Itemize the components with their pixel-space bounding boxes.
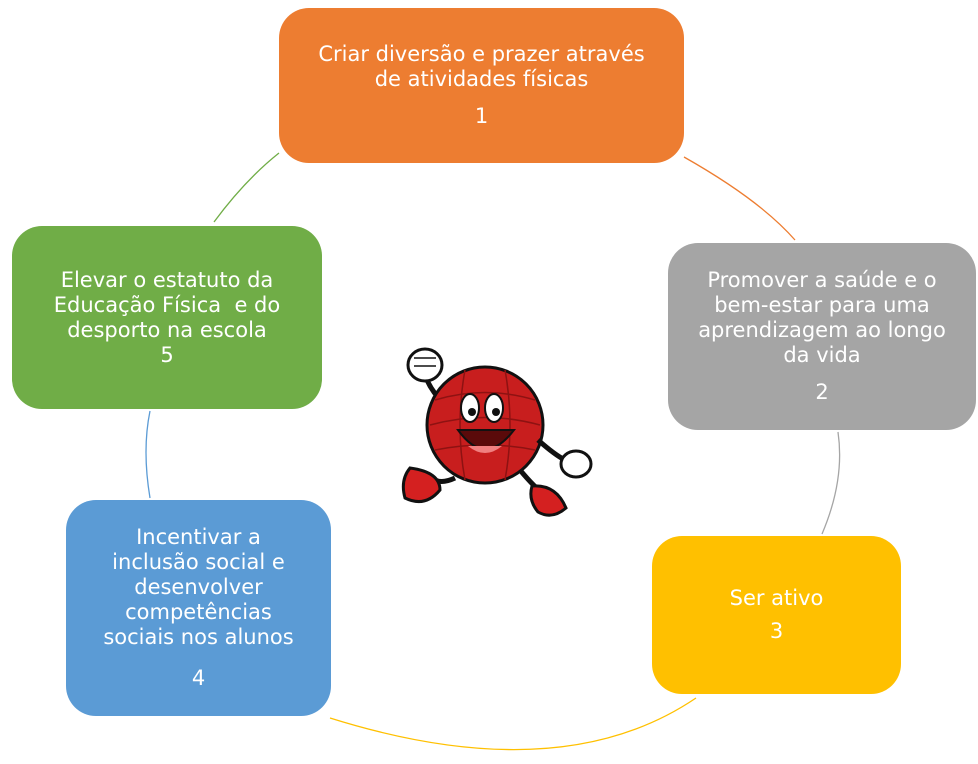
node-4-line-3: desenvolver	[134, 575, 263, 599]
node-5-number: 5	[160, 342, 174, 367]
node-4-line-1: Incentivar a	[136, 525, 261, 549]
node-5-line-2: Educação Física e do	[53, 292, 281, 317]
connector-2-3	[821, 431, 841, 535]
cycle-node-3: Ser ativo 3	[652, 536, 901, 694]
cycle-node-1: Criar diversão e prazer através de ativi…	[279, 8, 684, 163]
cycle-node-2: Promover a saúde e o bem-estar para uma …	[668, 243, 976, 430]
node-1-number: 1	[474, 104, 489, 128]
cycle-node-4: Incentivar a inclusão social e desenvolv…	[66, 500, 331, 716]
connector-1-2	[683, 156, 796, 241]
connector-5-1	[213, 152, 280, 223]
node-2-line-2: bem-estar para uma	[714, 293, 930, 317]
node-2-line-4: da vida	[783, 343, 861, 367]
node-4-line-5: sociais nos alunos	[103, 625, 294, 649]
node-3-line-1: Ser ativo	[729, 586, 824, 610]
node-5-line-1: Elevar o estatuto da	[60, 267, 274, 292]
node-4-line-2: inclusão social e	[112, 550, 285, 574]
node-4-number: 4	[191, 666, 206, 690]
node-2-line-1: Promover a saúde e o	[707, 268, 937, 292]
node-1-line-1: Criar diversão e prazer através	[318, 42, 645, 66]
node-4-line-4: competências	[125, 600, 272, 624]
node-2-line-3: aprendizagem ao longo	[698, 318, 946, 342]
node-3-number: 3	[769, 619, 784, 643]
connector-3-4	[329, 697, 697, 751]
node-2-number: 2	[815, 380, 829, 404]
connector-4-5	[145, 410, 151, 499]
node-1-line-2: de atividades físicas	[374, 67, 589, 91]
cycle-node-5: Elevar o estatuto da Educação Física e d…	[12, 226, 322, 409]
running-ball-mascot	[401, 347, 593, 517]
node-5-line-3: desporto na escola	[67, 317, 267, 342]
